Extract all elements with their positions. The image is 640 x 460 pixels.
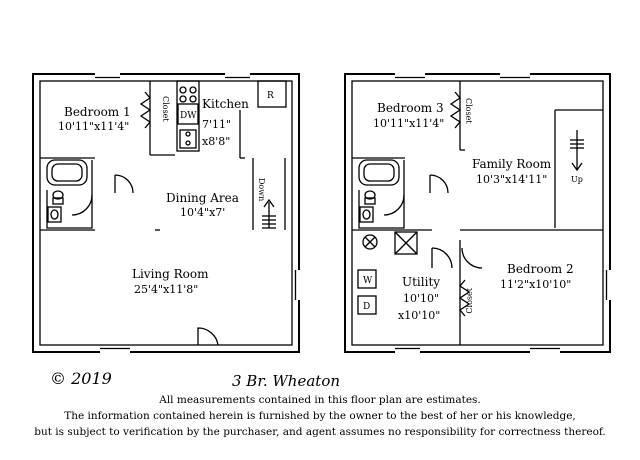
utility-dim-1: 10'10" bbox=[403, 292, 439, 305]
stairs-up-label: Up bbox=[571, 175, 583, 184]
dining-dim: 10'4"x7' bbox=[180, 206, 225, 219]
kitchen-name: Kitchen bbox=[202, 97, 249, 111]
utility-name: Utility bbox=[402, 275, 440, 289]
kitchen-dim-1: 7'11" bbox=[202, 118, 231, 131]
bedroom1-name: Bedroom 1 bbox=[64, 105, 131, 119]
bedroom3-name: Bedroom 3 bbox=[377, 101, 444, 115]
family-dim: 10'3"x14'11" bbox=[476, 173, 547, 186]
bedroom3-dim: 10'11"x11'4" bbox=[373, 117, 444, 130]
bedroom2-dim: 11'2"x10'10" bbox=[500, 278, 571, 291]
footer-line-3: but is subject to verification by the pu… bbox=[34, 426, 606, 438]
plan-title: 3 Br. Wheaton bbox=[232, 372, 340, 390]
living-name: Living Room bbox=[132, 267, 209, 281]
refrigerator-label: R bbox=[267, 91, 274, 101]
first-floor-outer-wall bbox=[32, 73, 300, 353]
dishwasher-label: DW bbox=[180, 111, 197, 121]
family-name: Family Room bbox=[472, 157, 552, 171]
stairs-down-label: Down bbox=[257, 178, 266, 201]
bedroom1-dim: 10'11"x11'4" bbox=[58, 120, 129, 133]
second-floor-plan bbox=[344, 72, 612, 354]
dining-name: Dining Area bbox=[166, 191, 239, 205]
bedroom3-closet: Closet bbox=[464, 98, 473, 124]
living-dim: 25'4"x11'8" bbox=[134, 283, 198, 296]
bedroom1-closet: Closet bbox=[161, 96, 170, 122]
utility-dim-2: x10'10" bbox=[398, 309, 440, 322]
footer-line-2: The information contained herein is furn… bbox=[64, 410, 576, 422]
dryer-label: D bbox=[363, 302, 370, 312]
washer-label: W bbox=[363, 276, 373, 286]
first-floor-plan bbox=[32, 72, 301, 354]
bedroom2-name: Bedroom 2 bbox=[507, 262, 574, 276]
second-floor-outer-wall bbox=[344, 73, 611, 353]
copyright: © 2019 bbox=[50, 369, 112, 388]
bedroom2-closet: Closet bbox=[465, 287, 474, 313]
footer-line-1: All measurements contained in this floor… bbox=[158, 394, 481, 406]
kitchen-dim-2: x8'8" bbox=[202, 135, 230, 148]
